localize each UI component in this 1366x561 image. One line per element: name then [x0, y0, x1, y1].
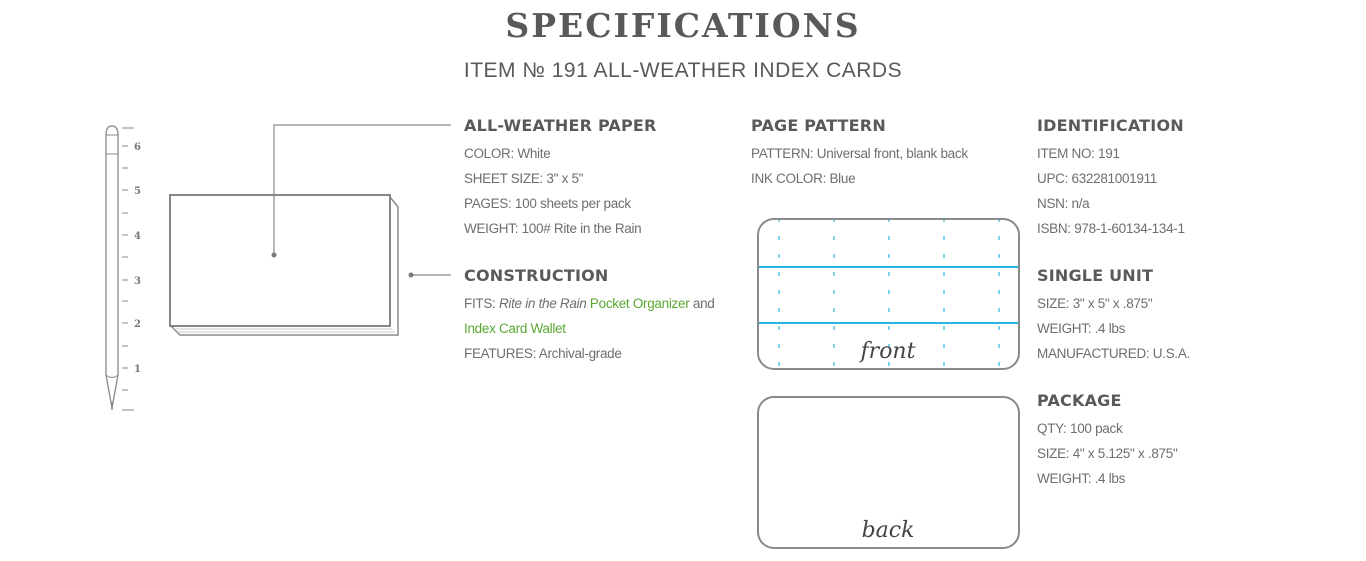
spec-line: MANUFACTURED: U.S.A. [1037, 346, 1191, 361]
section-heading: CONSTRUCTION [464, 266, 609, 285]
front-label: front [859, 339, 916, 364]
spec-line: UPC: 632281001911 [1037, 171, 1157, 186]
section-heading: ALL-WEATHER PAPER [464, 116, 657, 135]
section-heading: PACKAGE [1037, 391, 1122, 410]
spec-line: COLOR: White [464, 146, 551, 161]
page-title: SPECIFICATIONS [505, 6, 861, 45]
spec-line: SIZE: 4" x 5.125" x .875" [1037, 446, 1178, 461]
card-stack-icon [169, 124, 451, 336]
index-card-wallet-link[interactable]: Index Card Wallet [464, 321, 566, 336]
page-subtitle: ITEM № 191 ALL-WEATHER INDEX CARDS [463, 59, 903, 82]
section-heading: PAGE PATTERN [751, 116, 886, 135]
svg-text:1: 1 [134, 364, 141, 375]
spec-line: ISBN: 978-1-60134-134-1 [1037, 221, 1185, 236]
spec-line: INK COLOR: Blue [751, 171, 856, 186]
svg-text:5: 5 [134, 186, 141, 197]
spec-line: WEIGHT: .4 lbs [1037, 321, 1126, 336]
svg-text:2: 2 [134, 319, 141, 330]
spec-line: QTY: 100 pack [1037, 421, 1123, 436]
package-section: PACKAGE QTY: 100 pack SIZE: 4" x 5.125" … [1037, 390, 1178, 491]
back-label: back [862, 518, 915, 543]
pencil-ruler-icon: 6 5 4 3 2 1 [105, 125, 141, 411]
svg-text:6: 6 [134, 142, 141, 153]
spec-line: ITEM NO: 191 [1037, 146, 1120, 161]
section-heading: IDENTIFICATION [1037, 116, 1184, 135]
brand-name: Rite in the Rain [498, 296, 587, 311]
single-unit-section: SINGLE UNIT SIZE: 3" x 5" x .875" WEIGHT… [1037, 265, 1190, 366]
page-pattern-section: PAGE PATTERN PATTERN: Universal front, b… [751, 115, 968, 191]
fits-label: FITS: [464, 296, 499, 311]
svg-text:4: 4 [134, 231, 141, 242]
front-card-pattern-icon: front [757, 218, 1020, 370]
spec-line: SHEET SIZE: 3" x 5" [464, 171, 584, 186]
spec-line: NSN: n/a [1037, 196, 1090, 211]
spec-line: FEATURES: Archival-grade [464, 346, 622, 361]
identification-section: IDENTIFICATION ITEM NO: 191 UPC: 6322810… [1037, 115, 1185, 241]
all-weather-paper-section: ALL-WEATHER PAPER COLOR: White SHEET SIZ… [464, 115, 657, 241]
section-heading: SINGLE UNIT [1037, 266, 1154, 285]
fits-and: and [689, 296, 715, 311]
spec-line: PATTERN: Universal front, blank back [751, 146, 968, 161]
spec-line: WEIGHT: 100# Rite in the Rain [464, 221, 642, 236]
spec-line: SIZE: 3" x 5" x .875" [1037, 296, 1153, 311]
pocket-organizer-link[interactable]: Pocket Organizer [589, 296, 690, 311]
spec-line: PAGES: 100 sheets per pack [464, 196, 631, 211]
spec-line: WEIGHT: .4 lbs [1037, 471, 1126, 486]
construction-section: CONSTRUCTION FITS: Rite in the Rain Pock… [464, 265, 739, 366]
svg-text:3: 3 [134, 276, 141, 287]
fits-line: FITS: Rite in the Rain Pocket Organizer … [464, 291, 739, 341]
back-card-pattern-icon: back [757, 396, 1020, 549]
